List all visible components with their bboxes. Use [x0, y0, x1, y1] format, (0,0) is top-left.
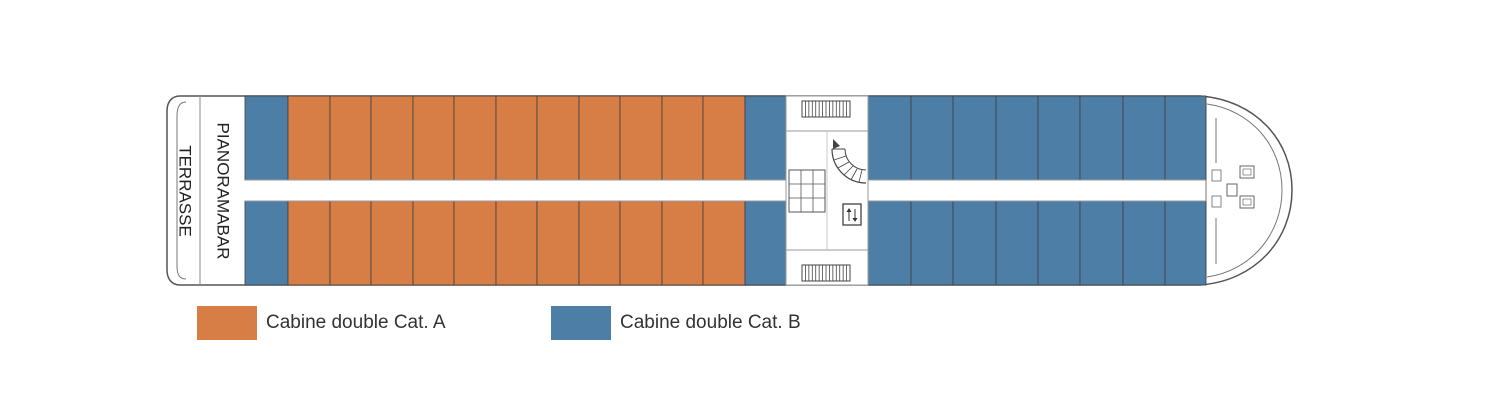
cabin-cat-a: [661, 95, 704, 181]
cabin-cat-b: [952, 200, 997, 286]
cabin-cat-b: [867, 95, 912, 181]
bow-rail: [1206, 103, 1283, 278]
cabin-cat-b: [1122, 95, 1166, 181]
armchair-icon: [1239, 195, 1255, 209]
bow-area: [1211, 118, 1255, 264]
cabin-cat-b: [1037, 200, 1081, 286]
armchair-icon: [1239, 165, 1255, 179]
cabin-cat-a: [619, 200, 663, 286]
cabin-cat-b: [995, 200, 1039, 286]
cabin-cat-a: [453, 200, 497, 286]
cabin-cat-a: [287, 200, 331, 286]
cabin-cat-b: [244, 200, 289, 286]
cabin-cat-b: [1079, 95, 1124, 181]
cabin-cat-a: [702, 200, 746, 286]
cabin-cat-b: [1164, 95, 1207, 181]
cabin-cat-a: [412, 95, 455, 181]
pianorama-bar-label: PIANORAMABAR: [214, 123, 233, 260]
cabin-cat-a: [370, 200, 414, 286]
cabin-cat-a: [702, 95, 746, 181]
cabin-cat-a: [661, 200, 704, 286]
cabin-cat-b: [744, 95, 787, 181]
cabin-cat-b: [244, 95, 289, 181]
cabin-cat-b: [1164, 200, 1207, 286]
cabin-cat-a: [453, 95, 497, 181]
armchair-icon: [1226, 183, 1238, 197]
cabin-cat-a: [412, 200, 455, 286]
landing-grid: [788, 169, 826, 213]
stern-rail: [176, 101, 187, 280]
elevator-icon: [842, 203, 862, 226]
legend-item-cat-b: Cabine double Cat. B: [551, 306, 801, 340]
cabin-cat-a: [578, 200, 621, 286]
cabin-cat-b: [744, 200, 787, 286]
cabin-cat-a: [619, 95, 663, 181]
legend-swatch-cat-a: [197, 306, 257, 340]
cabin-cat-a: [287, 95, 331, 181]
stairs-icon: [801, 100, 851, 118]
cabin-cat-b: [910, 95, 954, 181]
cabin-cat-a: [536, 95, 580, 181]
cabin-cat-a: [370, 95, 414, 181]
cabin-cat-b: [1037, 95, 1081, 181]
cabin-grid: [244, 95, 1207, 286]
cabin-cat-a: [536, 200, 580, 286]
legend-label-cat-a: Cabine double Cat. A: [266, 312, 446, 333]
stairs-icon: [801, 264, 851, 282]
cabin-cat-a: [329, 95, 372, 181]
cabin-cat-a: [578, 95, 621, 181]
cabin-cat-b: [1122, 200, 1166, 286]
terrasse-label: TERRASSE: [176, 145, 195, 237]
cabin-cat-a: [495, 95, 538, 181]
cabin-cat-b: [1079, 200, 1124, 286]
cabin-cat-b: [867, 200, 912, 286]
legend-item-cat-a: Cabine double Cat. A: [197, 306, 446, 340]
cabin-cat-b: [910, 200, 954, 286]
spiral-staircase-icon: [831, 139, 867, 184]
legend-label-cat-b: Cabine double Cat. B: [620, 312, 801, 333]
cabin-cat-a: [495, 200, 538, 286]
cabin-cat-b: [995, 95, 1039, 181]
cabin-cat-b: [952, 95, 997, 181]
stair-core: [785, 95, 869, 286]
legend-swatch-cat-b: [551, 306, 611, 340]
cabin-cat-a: [329, 200, 372, 286]
